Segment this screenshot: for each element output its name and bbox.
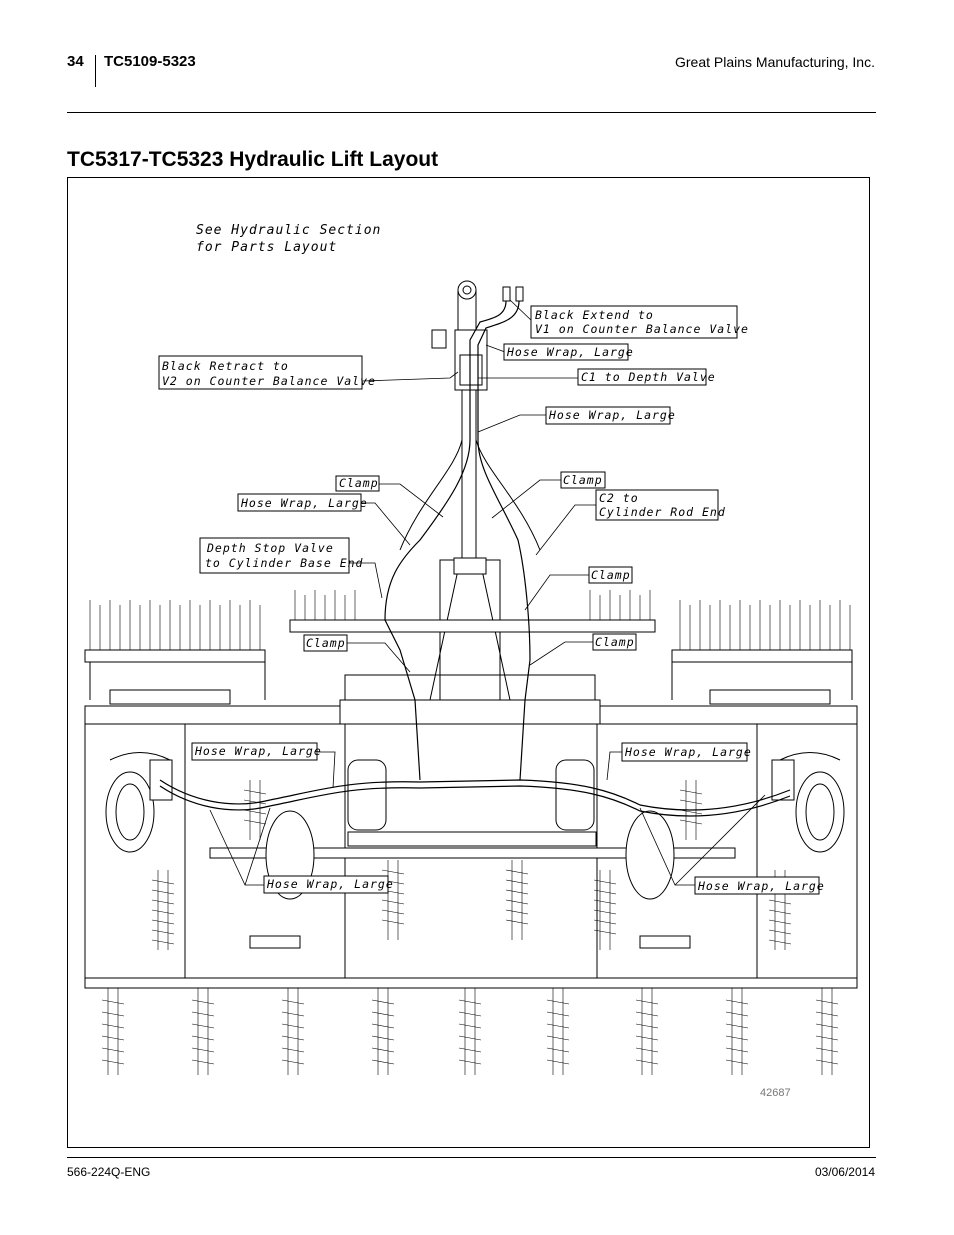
callout-text: C1 to Depth Valve xyxy=(581,370,716,384)
callout-text: Cylinder Rod End xyxy=(599,505,726,519)
callout-text: Clamp xyxy=(306,636,346,650)
callout-text: Hose Wrap, Large xyxy=(548,408,676,422)
callout-text: V2 on Counter Balance Valve xyxy=(162,374,376,388)
callout-text: Clamp xyxy=(339,476,379,490)
footer-rule xyxy=(67,1157,876,1158)
callout-text: Clamp xyxy=(591,568,631,582)
callout-hose-wrap-left-upper: Hose Wrap, Large xyxy=(237,493,368,512)
callout-text: Clamp xyxy=(595,635,635,649)
callout-c2-cylinder-rod-end: C2 to Cylinder Rod End xyxy=(595,489,726,521)
callout-hose-wrap-mid: Hose Wrap, Large xyxy=(545,406,676,425)
callout-clamp-right-upper: Clamp xyxy=(560,471,606,489)
header-rule xyxy=(67,112,876,113)
callout-hose-wrap-right-lower: Hose Wrap, Large xyxy=(621,742,752,762)
callout-c1-depth-valve: C1 to Depth Valve xyxy=(577,368,716,386)
callout-text: C2 to xyxy=(599,491,639,505)
figure-number: 42687 xyxy=(760,1087,791,1099)
hydraulic-hoses xyxy=(159,300,791,817)
callout-text: Hose Wrap, Large xyxy=(194,744,322,758)
callout-clamp-left-upper: Clamp xyxy=(335,475,380,492)
model-range: TC5109-5323 xyxy=(104,53,196,70)
callout-text: Hose Wrap, Large xyxy=(697,879,825,893)
callout-black-extend: Black Extend to V1 on Counter Balance Va… xyxy=(530,305,749,339)
callout-text: Black Retract to xyxy=(162,359,289,373)
machine-illustration xyxy=(84,280,858,1075)
callout-text: Hose Wrap, Large xyxy=(240,496,368,510)
document-date: 03/06/2014 xyxy=(814,1165,875,1179)
note-line-1: See Hydraulic Section xyxy=(196,223,381,238)
callout-clamp-left-lower: Clamp xyxy=(303,634,348,652)
callout-depth-stop-valve: Depth Stop Valve to Cylinder Base End xyxy=(199,537,364,574)
callout-text: Clamp xyxy=(563,473,603,487)
document-number: 566-224Q-ENG xyxy=(67,1165,151,1179)
callout-text: Depth Stop Valve xyxy=(206,541,334,555)
company-name: Great Plains Manufacturing, Inc. xyxy=(675,54,875,70)
callout-text: to Cylinder Base End xyxy=(205,556,364,570)
callout-hose-wrap-right-bottom: Hose Wrap, Large xyxy=(694,876,825,895)
note-line-2: for Parts Layout xyxy=(196,240,337,255)
header-divider xyxy=(95,55,96,87)
callout-text: V1 on Counter Balance Valve xyxy=(535,322,749,336)
callout-text: Hose Wrap, Large xyxy=(506,345,634,359)
callout-hose-wrap-top: Hose Wrap, Large xyxy=(503,343,634,361)
callout-hose-wrap-left-lower: Hose Wrap, Large xyxy=(191,742,322,761)
page-title: TC5317-TC5323 Hydraulic Lift Layout xyxy=(67,148,439,171)
callout-clamp-right-lower: Clamp xyxy=(592,633,637,651)
callout-leaders xyxy=(209,299,766,886)
callout-clamp-right-mid: Clamp xyxy=(588,566,633,584)
callout-text: Hose Wrap, Large xyxy=(624,745,752,759)
callout-text: Hose Wrap, Large xyxy=(266,877,394,891)
callout-text: Black Extend to xyxy=(535,308,654,322)
callout-hose-wrap-left-bottom: Hose Wrap, Large xyxy=(263,875,394,894)
page-number: 34 xyxy=(67,53,84,70)
figure-frame xyxy=(67,177,870,1148)
callout-black-retract: Black Retract to V2 on Counter Balance V… xyxy=(158,355,376,390)
